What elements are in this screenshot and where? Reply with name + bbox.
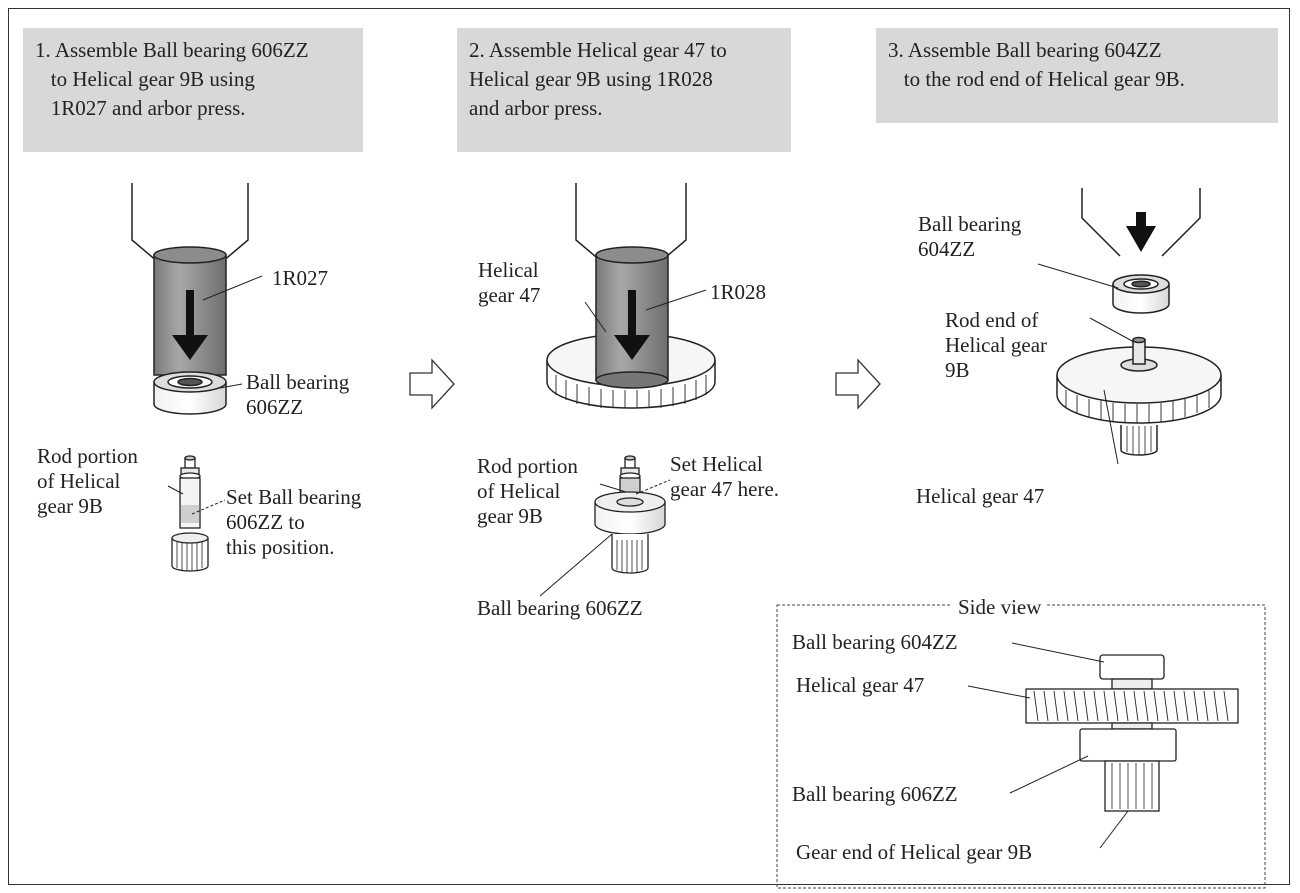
side-label-bearing-604zz: Ball bearing 604ZZ: [792, 630, 958, 654]
label-line: Set Ball bearing: [226, 485, 362, 509]
label-tool-1r028: 1R028: [710, 280, 767, 304]
label-line: gear 47 here.: [670, 477, 780, 501]
step-1-line-2: to Helical gear 9B using: [35, 67, 255, 91]
step-1-line-3: 1R027 and arbor press.: [35, 96, 246, 120]
press-ram-1: [131, 183, 249, 263]
label-ball-bearing-606zz-2: Ball bearing 606ZZ: [477, 596, 643, 620]
step-3-box: 3. Assemble Ball bearing 604ZZ to the ro…: [876, 28, 1278, 123]
press-ram-3: [1081, 188, 1201, 257]
label-line: Rod portion: [37, 444, 138, 468]
label-line: 606ZZ: [246, 395, 304, 419]
label-line: 604ZZ: [918, 237, 976, 261]
step-1-box: 1. Assemble Ball bearing 606ZZ to Helica…: [23, 28, 363, 152]
label-line: Helical gear: [945, 333, 1048, 357]
leaders-side-view: [967, 642, 1129, 849]
label-tool-1r027: 1R027: [272, 266, 329, 290]
side-view-title: Side view: [952, 595, 1048, 620]
ball-bearing-606zz-1: [153, 371, 227, 415]
step-2-line-1: 2. Assemble Helical gear 47 to: [469, 38, 727, 62]
step-2-line-2: Helical gear 9B using 1R028: [469, 67, 713, 91]
label-line: gear 47: [478, 283, 541, 307]
label-line: Rod portion: [477, 454, 578, 478]
helical-gear-9b-rod-1: [171, 455, 209, 572]
tool-1r027: [153, 246, 227, 376]
label-line: Rod end of: [945, 308, 1039, 332]
leaders-panel-1: [167, 275, 263, 515]
label-line: gear 9B: [477, 504, 543, 528]
helical-gear-47-3: [1056, 336, 1222, 456]
label-line: Helical: [478, 258, 539, 282]
figure-frame: [8, 8, 1290, 885]
side-label-gear-end: Gear end of Helical gear 9B: [796, 840, 1033, 864]
helical-gear-9b-with-bearing-2: [594, 455, 666, 574]
label-line: this position.: [226, 535, 335, 559]
label-line: of Helical: [37, 469, 121, 493]
step-2-line-3: and arbor press.: [469, 96, 603, 120]
side-view-frame: [776, 604, 1266, 889]
label-line: Set Helical: [670, 452, 763, 476]
label-line: gear 9B: [37, 494, 103, 518]
label-line: Ball bearing: [918, 212, 1022, 236]
step-3-line-1: 3. Assemble Ball bearing 604ZZ: [888, 38, 1162, 62]
label-line: 606ZZ to: [226, 510, 305, 534]
step-arrow-2: [835, 358, 881, 410]
ball-bearing-604zz-3: [1112, 274, 1170, 314]
label-line: of Helical: [477, 479, 561, 503]
label-line: Ball bearing: [246, 370, 350, 394]
step-arrow-1: [409, 358, 455, 410]
step-2-box: 2. Assemble Helical gear 47 to Helical g…: [457, 28, 791, 152]
step-3-line-2: to the rod end of Helical gear 9B.: [888, 67, 1185, 91]
side-view-assembly: [1025, 654, 1239, 812]
label-line: 9B: [945, 358, 970, 382]
leaders-panel-3: [1037, 263, 1135, 465]
label-helical-gear-47-3: Helical gear 47: [916, 484, 1045, 508]
step-1-line-1: 1. Assemble Ball bearing 606ZZ: [35, 38, 309, 62]
tool-1r028: [595, 246, 669, 389]
side-label-helical-gear-47: Helical gear 47: [796, 673, 925, 697]
leaders-panel-2: [539, 289, 707, 597]
press-arrow-3: [1126, 212, 1156, 252]
side-label-bearing-606zz: Ball bearing 606ZZ: [792, 782, 958, 806]
